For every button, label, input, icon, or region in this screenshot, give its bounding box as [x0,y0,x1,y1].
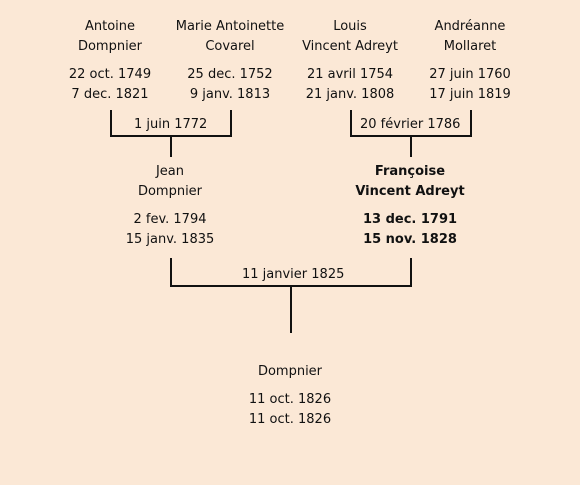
connector-parents-mother [410,258,412,287]
person-andreanne-mollaret[interactable]: Andréanne Mollaret 27 juin 1760 17 juin … [405,17,535,105]
birth-date: 22 oct. 1749 [68,67,152,82]
last-name: Mollaret [443,39,497,54]
last-name: Vincent Adreyt [355,184,465,199]
birth-date: 21 avril 1754 [306,67,394,82]
last-name: Dompnier [257,364,323,379]
birth-date: 25 dec. 1752 [187,67,273,82]
connector-right-grandmother [470,110,472,137]
marriage-date-maternal: 20 février 1786 [357,117,464,133]
first-name: Louis [333,19,367,34]
person-jean-dompnier[interactable]: Jean Dompnier 2 fev. 1794 15 janv. 1835 [105,162,235,250]
last-name: Dompnier [137,184,203,199]
birth-date: 2 fev. 1794 [133,212,207,227]
person-child-dompnier[interactable]: Dompnier 11 oct. 1826 11 oct. 1826 [225,362,355,430]
death-date: 15 nov. 1828 [363,232,457,247]
birth-date: 27 juin 1760 [429,67,511,82]
person-louis-vincent-adreyt[interactable]: Louis Vincent Adreyt 21 avril 1754 21 ja… [285,17,415,105]
connector-right-drop [410,135,412,157]
connector-left-grandmother [230,110,232,137]
last-name: Dompnier [77,39,143,54]
birth-date: 11 oct. 1826 [248,392,332,407]
connector-parents-drop [290,285,292,333]
connector-parents-father [170,258,172,287]
death-date: 7 dec. 1821 [71,87,149,102]
person-antoine-dompnier[interactable]: Antoine Dompnier 22 oct. 1749 7 dec. 182… [45,17,175,105]
death-date: 17 juin 1819 [429,87,511,102]
marriage-date-paternal: 1 juin 1772 [131,117,211,133]
first-name: Françoise [374,164,446,179]
last-name: Vincent Adreyt [302,39,398,54]
connector-right-grandfather [350,110,352,137]
birth-date: 13 dec. 1791 [362,212,458,227]
person-francoise-vincent-adreyt[interactable]: Françoise Vincent Adreyt 13 dec. 1791 15… [345,162,475,250]
first-name: Andréanne [434,19,506,34]
person-marie-antoinette-covarel[interactable]: Marie Antoinette Covarel 25 dec. 1752 9 … [165,17,295,105]
first-name: Marie Antoinette [175,19,285,34]
death-date: 15 janv. 1835 [125,232,215,247]
death-date: 21 janv. 1808 [305,87,395,102]
first-name: Antoine [84,19,136,34]
connector-left-drop [170,135,172,157]
last-name: Covarel [205,39,255,54]
death-date: 9 janv. 1813 [189,87,271,102]
first-name: Jean [155,164,185,179]
connector-left-grandfather [110,110,112,137]
marriage-date-parents: 11 janvier 1825 [239,267,348,283]
death-date: 11 oct. 1826 [248,412,332,427]
